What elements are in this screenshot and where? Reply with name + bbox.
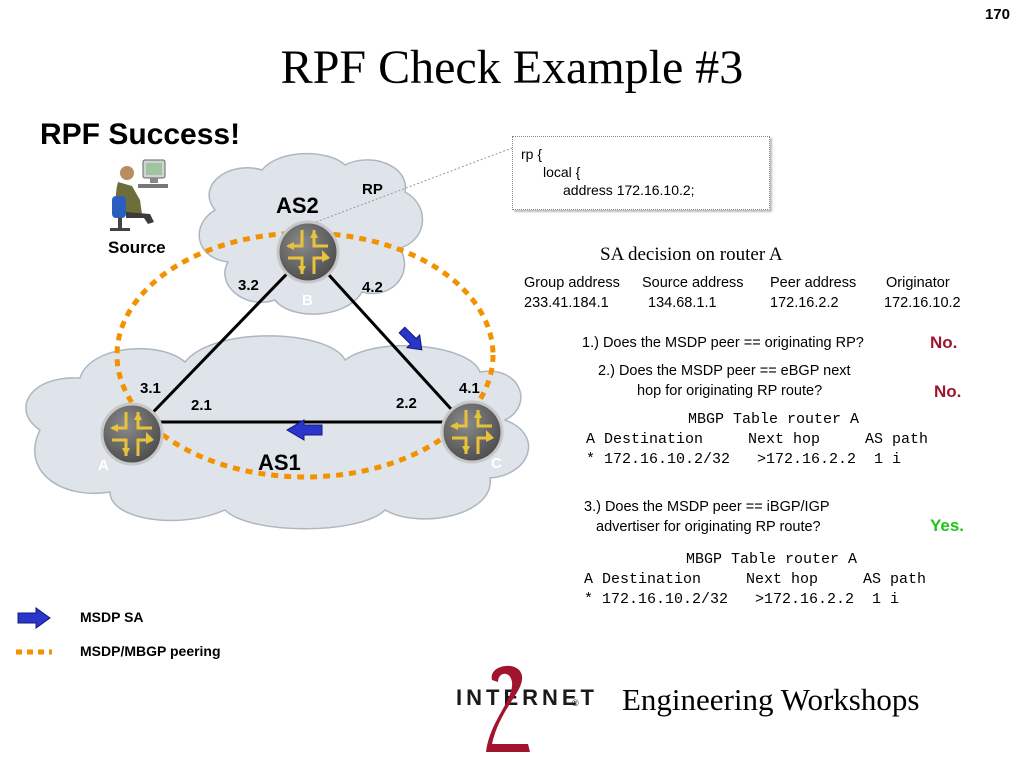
sa-header-originator: Originator: [886, 275, 950, 291]
sa-value-originator: 172.16.10.2: [884, 295, 961, 311]
rpf-success-heading: RPF Success!: [40, 118, 241, 151]
check-3-question-line2: advertiser for originating RP route?: [596, 519, 821, 535]
router-b-label: B: [302, 292, 313, 309]
sa-header-group: Group address: [524, 275, 620, 291]
config-line: local {: [543, 164, 581, 180]
page-number: 170: [984, 6, 1010, 23]
interface-label-c-link: 2.2: [396, 395, 417, 412]
router-a-label: A: [98, 457, 109, 474]
interface-label-b-right: 4.2: [362, 279, 383, 296]
link-a-b: [130, 250, 310, 436]
mbgp-table-2-header: A Destination Next hop AS path: [584, 571, 927, 588]
sa-value-group: 233.41.184.1: [524, 295, 609, 311]
link-b-c: [306, 250, 474, 434]
as2-label: AS2: [276, 193, 319, 218]
interface-label-c-top: 4.1: [459, 380, 480, 397]
rp-label: RP: [362, 181, 383, 198]
legend-blue-arrow-icon: [17, 607, 51, 629]
sa-value-peer: 172.16.2.2: [770, 295, 839, 311]
source-user-icon: [110, 159, 168, 231]
mbgp-table-1-title: MBGP Table router A: [688, 411, 860, 428]
config-callout-line: [315, 147, 513, 223]
router-b-icon: [276, 220, 340, 284]
check-3-answer: Yes.: [930, 516, 965, 535]
check-2-question-line2: hop for originating RP route?: [637, 383, 823, 399]
check-1-answer: No.: [930, 333, 958, 352]
legend-msdp-sa-label: MSDP SA: [80, 609, 144, 625]
check-1-question: 1.) Does the MSDP peer == originating RP…: [582, 335, 864, 351]
check-2-answer: No.: [934, 382, 962, 401]
check-2-question-line1: 2.) Does the MSDP peer == eBGP next: [598, 363, 851, 379]
router-c-label: C: [491, 455, 502, 472]
source-label: Source: [108, 238, 166, 257]
as1-label: AS1: [258, 450, 301, 475]
check-3-question-line1: 3.) Does the MSDP peer == iBGP/IGP: [584, 499, 830, 515]
mbgp-table-2-row: * 172.16.10.2/32 >172.16.2.2 1 i: [584, 591, 900, 608]
msdp-sa-arrow-icon: [398, 326, 423, 351]
config-line: rp {: [521, 146, 543, 162]
interface-label-b-left: 3.2: [238, 277, 259, 294]
sa-value-source: 134.68.1.1: [648, 295, 717, 311]
internet2-logo-text: INTERNET: [456, 685, 598, 710]
mbgp-table-1-header: A Destination Next hop AS path: [586, 431, 929, 448]
internet2-logo-mark: ®: [572, 698, 579, 708]
sa-header-source: Source address: [642, 275, 744, 291]
sa-decision-title: SA decision on router A: [600, 244, 783, 265]
msdp-mbgp-peering-ring: [114, 230, 496, 480]
as1-cloud: [25, 335, 530, 530]
rp-config-box: rp { local { address 172.16.10.2;: [512, 136, 770, 210]
legend-peering-label: MSDP/MBGP peering: [80, 643, 221, 659]
mbgp-table-1-row: * 172.16.10.2/32 >172.16.2.2 1 i: [586, 451, 902, 468]
internet2-logo: INTERNET ®: [456, 665, 598, 752]
router-a-icon: [100, 402, 164, 466]
mbgp-table-2-title: MBGP Table router A: [686, 551, 858, 568]
router-c-icon: [440, 400, 504, 464]
interface-label-a-link: 2.1: [191, 397, 212, 414]
footer-text: Engineering Workshops: [622, 682, 920, 717]
sa-header-peer: Peer address: [770, 275, 857, 291]
interface-label-a-top: 3.1: [140, 380, 161, 397]
slide-title: RPF Check Example #3: [280, 41, 744, 94]
config-line: address 172.16.10.2;: [563, 182, 695, 198]
msdp-sa-arrow-icon: [286, 419, 323, 441]
internet2-numeral-icon: [486, 665, 530, 752]
